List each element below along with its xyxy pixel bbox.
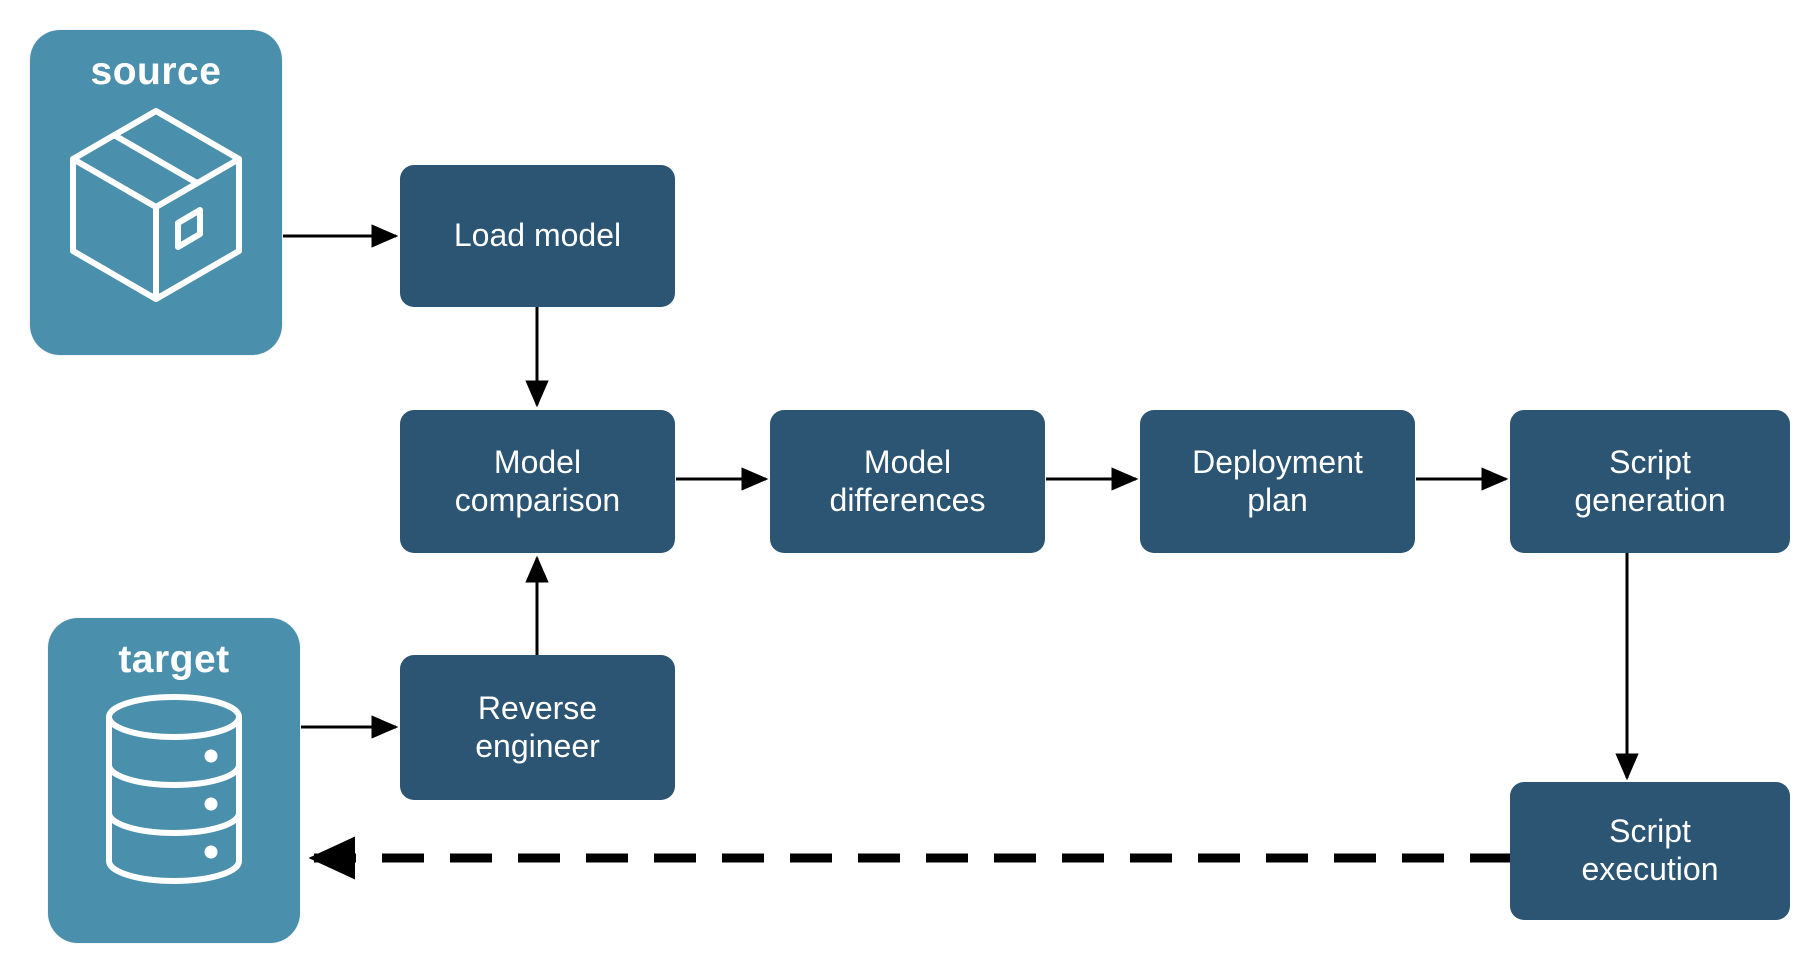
node-script-execution[interactable]: Script execution — [1510, 782, 1790, 920]
endpoint-source[interactable]: source — [30, 30, 282, 355]
node-deployment-plan-label: Deployment plan — [1192, 443, 1363, 518]
node-script-execution-label: Script execution — [1581, 813, 1719, 887]
endpoint-target-label: target — [118, 638, 230, 681]
node-script-generation[interactable]: Script generation — [1510, 410, 1790, 553]
node-model-comparison[interactable]: Model comparison — [400, 410, 675, 553]
node-reverse-engineer-label: Reverse engineer — [475, 689, 600, 764]
node-script-generation-label: Script generation — [1574, 443, 1726, 518]
node-model-differences[interactable]: Model differences — [770, 410, 1045, 553]
endpoint-target[interactable]: target — [48, 618, 300, 943]
endpoint-source-label: source — [90, 50, 222, 93]
package-box-icon — [61, 101, 251, 311]
node-deployment-plan[interactable]: Deployment plan — [1140, 410, 1415, 553]
node-reverse-engineer[interactable]: Reverse engineer — [400, 655, 675, 800]
database-cylinder-icon — [89, 689, 259, 894]
node-model-comparison-label: Model comparison — [454, 443, 621, 518]
node-load-model-label: Load model — [453, 217, 622, 254]
node-load-model[interactable]: Load model — [400, 165, 675, 307]
node-model-differences-label: Model differences — [829, 443, 986, 518]
